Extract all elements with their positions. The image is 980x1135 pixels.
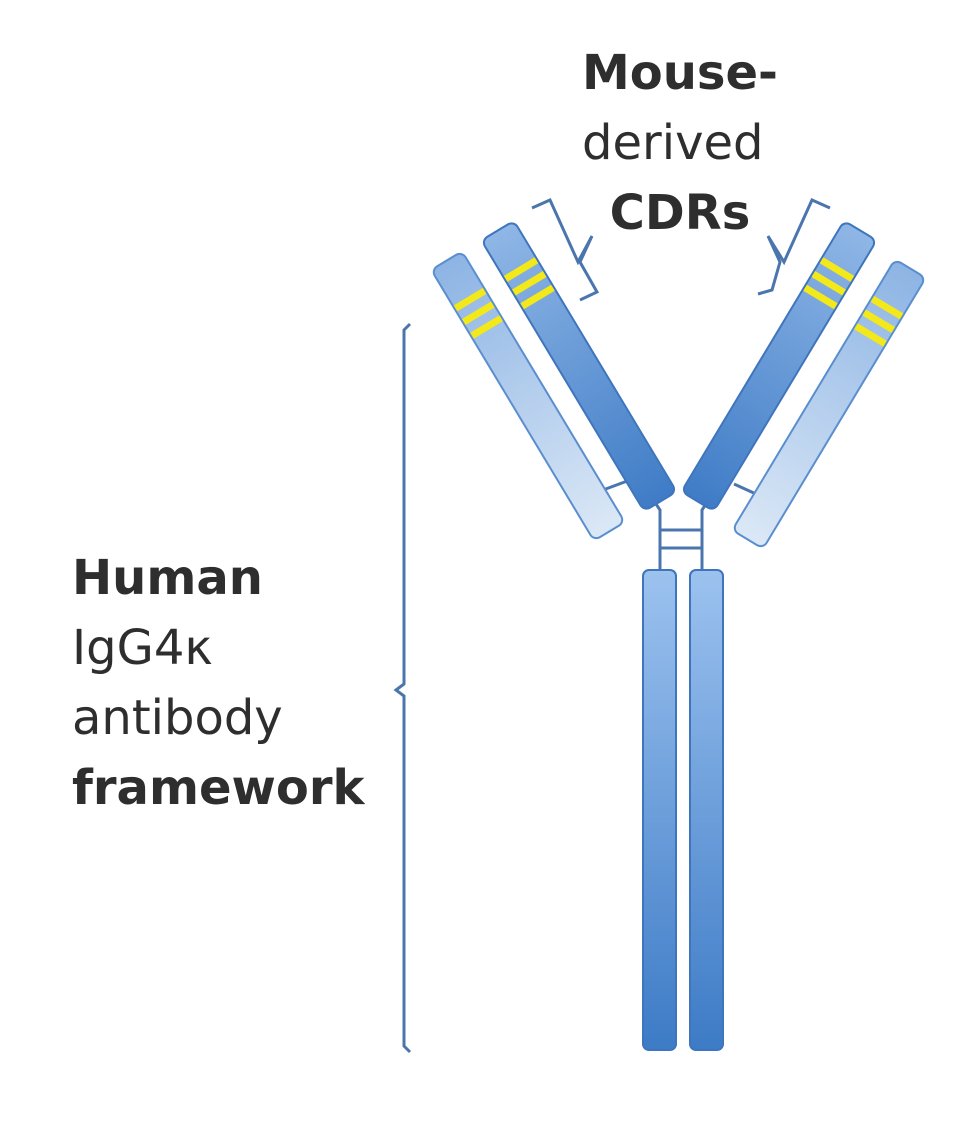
framework-label: Human IgG4κ antibody framework xyxy=(72,543,364,823)
right-heavy-cdr-stripes xyxy=(803,257,855,310)
left-light-chain xyxy=(432,252,624,540)
hinge-region xyxy=(650,497,712,570)
left-heavy-cdr-stripes xyxy=(503,257,555,310)
right-light-chain xyxy=(733,260,925,548)
cdr-bracket-left xyxy=(531,198,600,302)
framework-label-line3: antibody xyxy=(72,690,283,746)
right-light-cdr-stripes xyxy=(854,295,904,347)
left-light-cdr-stripes xyxy=(453,287,503,339)
framework-label-line1: Human xyxy=(72,550,263,606)
framework-bracket xyxy=(393,322,412,1054)
cdr-bracket-right xyxy=(757,198,831,296)
framework-label-line4: framework xyxy=(72,760,365,816)
cdr-label-line2: derived xyxy=(582,115,764,171)
cdr-label-line3: CDRs xyxy=(609,185,751,241)
fc-chain-right xyxy=(689,569,724,1051)
right-heavy-chain xyxy=(682,222,876,510)
fc-chain-left xyxy=(642,569,677,1051)
right-chain-link xyxy=(733,482,757,496)
left-heavy-chain xyxy=(482,222,676,510)
cdr-label-line1: Mouse- xyxy=(582,45,778,101)
framework-label-line2: IgG4κ xyxy=(72,620,213,676)
cdr-label: Mouse- derived CDRs xyxy=(582,38,778,248)
